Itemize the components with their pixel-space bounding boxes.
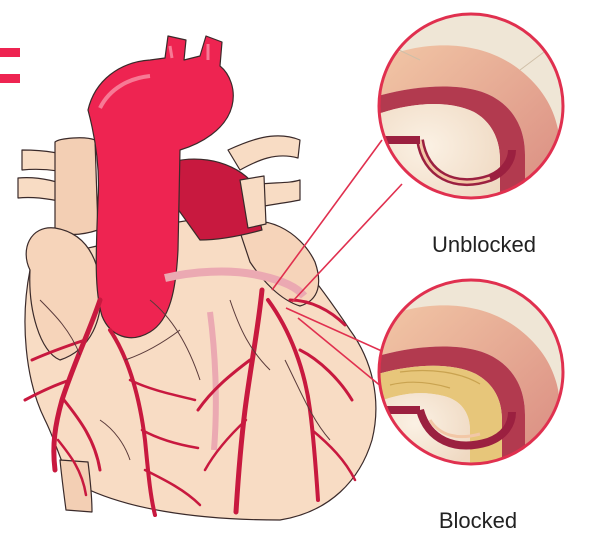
inset-unblocked <box>378 12 568 210</box>
inset-blocked <box>378 278 568 470</box>
label-unblocked: Unblocked <box>404 232 564 258</box>
connector-unblocked <box>272 140 382 290</box>
connector-unblocked <box>292 184 402 302</box>
pulmonary-vein <box>228 136 300 170</box>
label-blocked: Blocked <box>398 508 558 534</box>
edge-marker <box>0 48 20 83</box>
